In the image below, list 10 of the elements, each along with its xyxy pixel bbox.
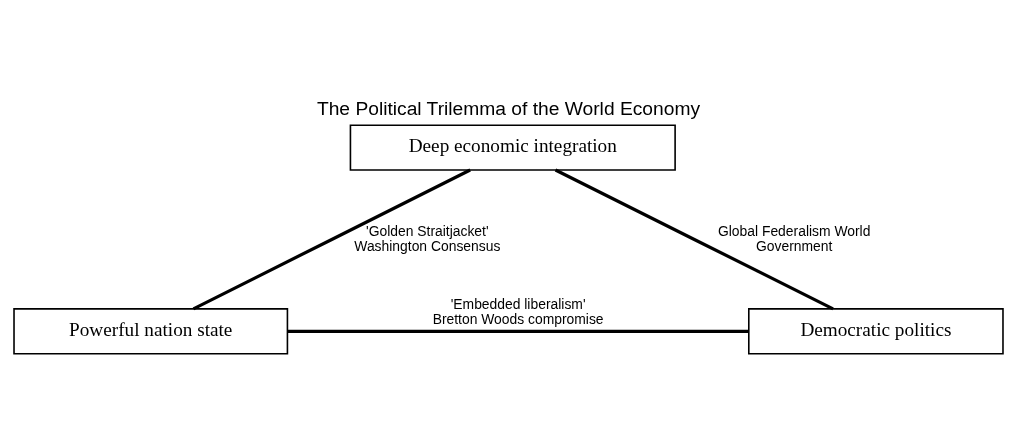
connector bbox=[192, 168, 471, 310]
edge-label: Global Federalism World Government bbox=[717, 222, 871, 254]
edge-label: 'Golden Straitjacket' Washington Consensus bbox=[354, 222, 501, 254]
connector bbox=[554, 168, 834, 310]
node-box: Powerful nation state bbox=[13, 307, 289, 355]
connector bbox=[287, 329, 749, 333]
edge-label: 'Embedded liberalism' Bretton Woods compromise bbox=[432, 295, 604, 327]
diagram-title: The Political Trilemma of the World Economy bbox=[316, 97, 701, 119]
node-box: Democratic politics bbox=[748, 307, 1004, 355]
node-box: Deep economic integration bbox=[349, 123, 676, 171]
